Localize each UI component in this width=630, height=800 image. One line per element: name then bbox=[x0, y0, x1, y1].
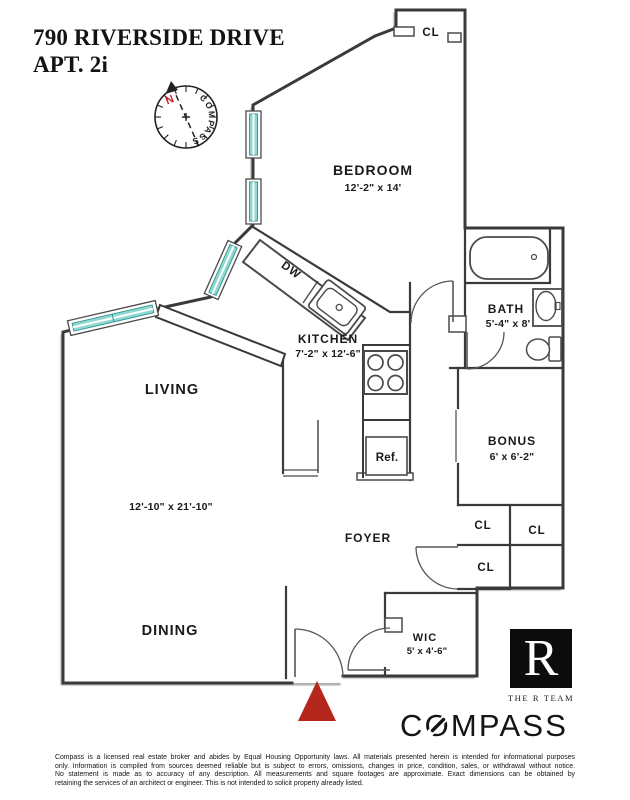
hall-door bbox=[410, 280, 454, 324]
compass-wordmark: COMPASS bbox=[400, 708, 568, 743]
legal-disclaimer: Compass is a licensed real estate broker… bbox=[55, 754, 575, 788]
disclaimer-line: retaining the services of an architect o… bbox=[55, 779, 364, 787]
compass-wordmark-text: COMPASS bbox=[400, 708, 568, 743]
label-kitchen: KITCHEN bbox=[298, 332, 358, 346]
r-team-logo: R bbox=[510, 629, 572, 688]
label-wic: WIC bbox=[413, 632, 437, 644]
compass-rose-icon: N COMPASS bbox=[154, 81, 218, 150]
label-living: LIVING bbox=[145, 382, 199, 398]
label-dining: DINING bbox=[142, 623, 199, 639]
disclaimer-line: No statement is made as to accuracy of a… bbox=[55, 771, 575, 779]
r-team-name: THE R TEAM bbox=[507, 693, 575, 703]
kitchen-threshold bbox=[283, 469, 318, 477]
interior-walls bbox=[251, 225, 565, 680]
closet-door bbox=[415, 546, 459, 590]
title-apt: APT. 2i bbox=[33, 52, 109, 77]
label-foyer: FOYER bbox=[345, 531, 391, 545]
bedroom-window-1 bbox=[245, 110, 262, 159]
compass-north-label: N bbox=[164, 93, 176, 107]
wic-door bbox=[347, 627, 391, 671]
page-title: 790 RIVERSIDE DRIVE APT. 2i bbox=[33, 24, 285, 78]
label-wic-dims: 5' x 4'-6" bbox=[407, 646, 448, 657]
label-living-dims: 12'-10" x 21'-10" bbox=[129, 501, 213, 513]
label-bedroom: BEDROOM bbox=[333, 162, 413, 178]
apartment-footprint bbox=[63, 10, 563, 683]
toilet bbox=[525, 336, 562, 362]
label-bonus-dims: 6' x 6'-2" bbox=[490, 451, 535, 463]
title-address: 790 RIVERSIDE DRIVE bbox=[33, 25, 285, 50]
disclaimer-line: only. Information is compiled from sourc… bbox=[55, 762, 575, 770]
entry-door bbox=[294, 628, 344, 678]
stove bbox=[363, 350, 408, 395]
label-bath: BATH bbox=[488, 302, 524, 316]
label-closet-top: CL bbox=[422, 27, 439, 39]
label-refrigerator: Ref. bbox=[376, 452, 399, 464]
stove-burners bbox=[367, 354, 404, 392]
bathtub-drain bbox=[530, 253, 538, 261]
bath-door bbox=[466, 331, 505, 370]
label-closet-lower: CL bbox=[477, 562, 494, 574]
label-bath-dims: 5'-4" x 8' bbox=[486, 318, 531, 330]
disclaimer-line: Compass is a licensed real estate broker… bbox=[55, 754, 575, 761]
bedroom-window-2 bbox=[245, 178, 262, 225]
label-bedroom-dims: 12'-2" x 14' bbox=[345, 182, 402, 194]
living-window bbox=[66, 299, 160, 337]
label-closet-upper: CL bbox=[474, 520, 491, 532]
entry-marker bbox=[298, 681, 336, 721]
label-closet-right: CL bbox=[528, 525, 545, 537]
label-bonus: BONUS bbox=[488, 434, 536, 448]
label-kitchen-dims: 7'-2" x 12'-6" bbox=[295, 348, 361, 360]
kitchen-sink bbox=[307, 279, 367, 335]
bathtub bbox=[469, 236, 549, 280]
bath-sink bbox=[532, 288, 563, 327]
refrigerator bbox=[365, 436, 408, 476]
kitchen-window bbox=[203, 239, 243, 301]
r-team-logo-letter: R bbox=[523, 629, 559, 687]
compass-o-needle bbox=[430, 717, 446, 733]
